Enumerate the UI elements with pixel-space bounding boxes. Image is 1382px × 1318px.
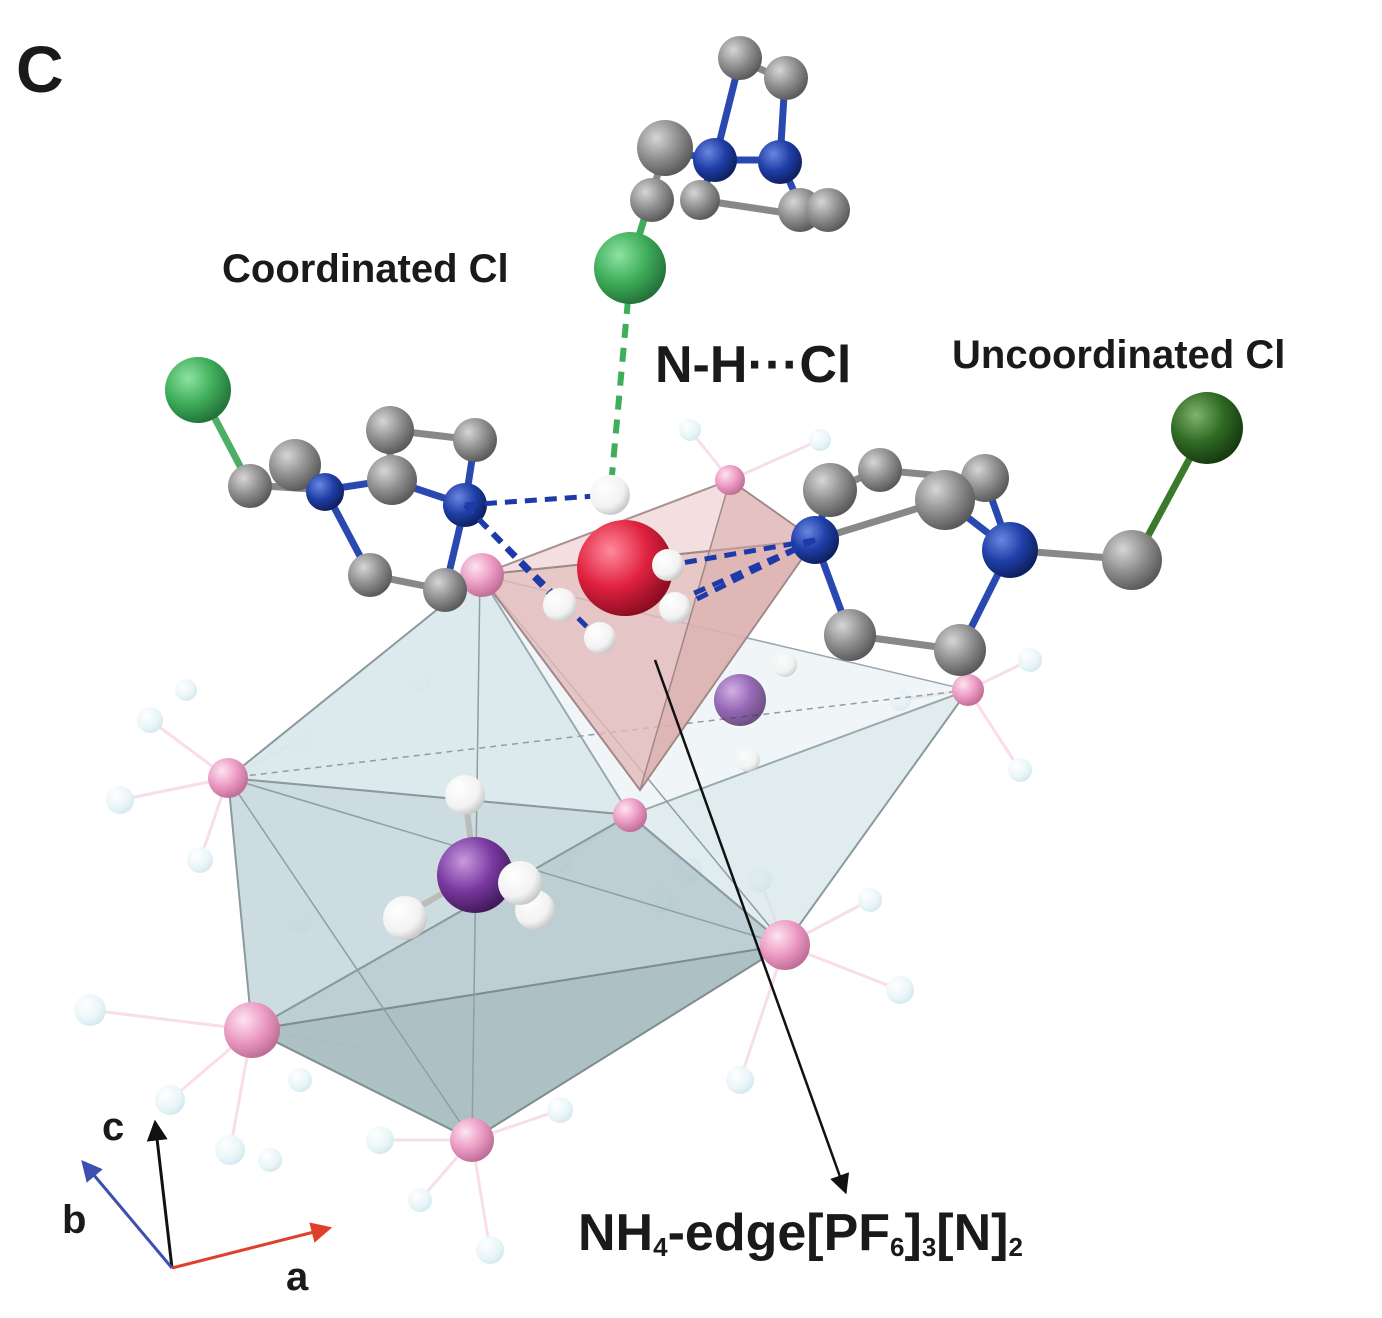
cluster-label-part3: ] — [905, 1204, 922, 1262]
axis-a-line — [171, 1222, 333, 1270]
cluster-label-sub1: 4 — [653, 1232, 668, 1262]
cluster-label-part4: [N] — [936, 1204, 1008, 1262]
cluster-label-sub2: 6 — [890, 1232, 904, 1262]
chlorine-coordinated — [594, 232, 666, 304]
cluster-label-part2: -edge[PF — [668, 1204, 890, 1262]
axis-c-label: c — [102, 1105, 124, 1149]
top-ligand — [594, 36, 850, 304]
left-ligand-atoms — [165, 357, 497, 612]
axis-c-line — [146, 1119, 174, 1269]
uncoordinated-cl-label: Uncoordinated Cl — [952, 333, 1285, 377]
cluster-label: NH4-edge[PF6]3[N]2 — [578, 1204, 1023, 1262]
ammonium-back — [714, 653, 797, 772]
cluster-label-part1: NH — [578, 1204, 653, 1262]
axis-b-line — [81, 1159, 174, 1269]
axis-b-label: b — [62, 1198, 86, 1242]
cluster-arrow — [653, 659, 850, 1195]
hydrogen-bond-lines — [463, 492, 817, 642]
ammonium-lower — [383, 775, 555, 940]
axis-a-label: a — [286, 1255, 309, 1299]
coordinated-cl-label: Coordinated Cl — [222, 247, 509, 291]
hbond-label: N-H···Cl — [655, 336, 851, 394]
panel-label: C — [16, 32, 64, 106]
cluster-label-sub3: 3 — [922, 1232, 936, 1262]
central-oxygen-cluster — [543, 475, 691, 654]
chlorine-uncoordinated — [1171, 392, 1243, 464]
axis-triad: c b a — [62, 1105, 333, 1299]
cl-hbond-green — [609, 299, 631, 476]
right-ligand-atoms — [791, 392, 1243, 676]
chlorine-left — [165, 357, 231, 423]
phosphorus-atoms — [208, 465, 984, 1162]
cluster-label-sub4: 2 — [1008, 1232, 1022, 1262]
